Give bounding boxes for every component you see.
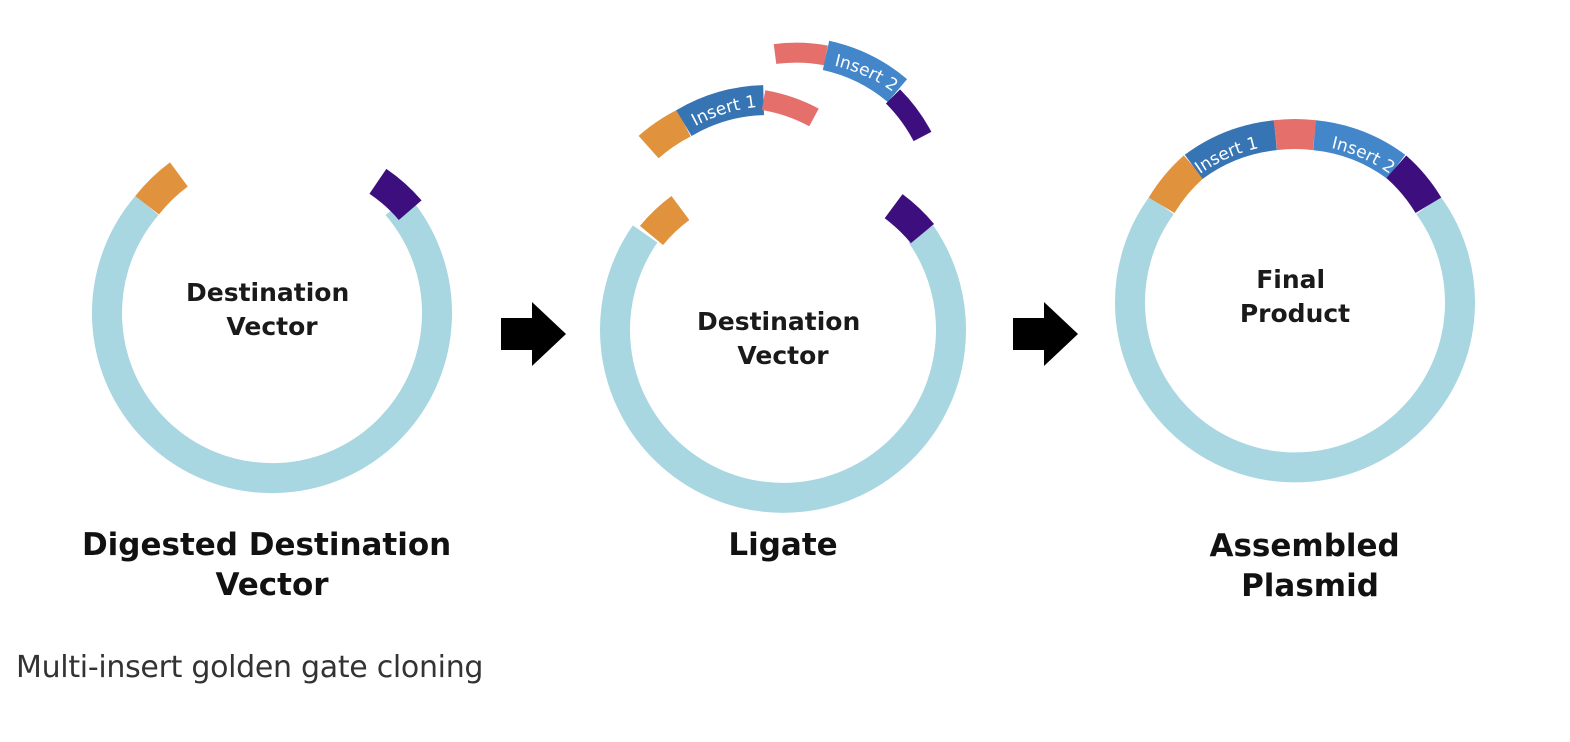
right-arrow-icon [501, 302, 566, 366]
right-arrow-icon [1013, 302, 1078, 366]
figure-caption: Multi-insert golden gate cloning [16, 650, 484, 685]
orange-overhang [1148, 155, 1204, 214]
purple-overhang [1386, 155, 1442, 214]
step-label: Assembled Plasmid [1209, 528, 1410, 604]
insert-2-fragment: Insert 2 [773, 40, 932, 142]
panel-ligate: Insert 1 Insert 2 Destination Vector Lig… [600, 40, 966, 563]
vector-backbone [92, 195, 452, 494]
panel-assembled-plasmid: Insert 1 Insert 2 Final Product Assemble… [1115, 119, 1475, 604]
step-label: Ligate [728, 527, 837, 563]
insert-2 [1312, 120, 1406, 180]
red-overhang [773, 42, 828, 66]
insert-1 [1184, 120, 1278, 180]
step-label: Digested Destination Vector [82, 527, 462, 603]
insert-2 [822, 40, 908, 103]
red-overhang [761, 90, 819, 127]
insert-1 [676, 85, 765, 137]
center-label: Destination Vector [186, 278, 358, 341]
purple-overhang [884, 194, 935, 244]
insert-1-fragment: Insert 1 [638, 85, 819, 159]
center-label: Destination Vector [697, 307, 869, 370]
center-label: Final Product [1240, 265, 1350, 328]
panel-digested-vector: Destination Vector Digested Destination … [82, 162, 462, 603]
red-overhang [1273, 119, 1317, 151]
orange-overhang [639, 195, 690, 246]
purple-overhang [885, 89, 932, 142]
orange-overhang [638, 109, 692, 159]
plasmid-backbone [1115, 196, 1475, 483]
orange-overhang [135, 162, 189, 215]
vector-backbone [600, 225, 966, 513]
purple-overhang [369, 168, 422, 221]
